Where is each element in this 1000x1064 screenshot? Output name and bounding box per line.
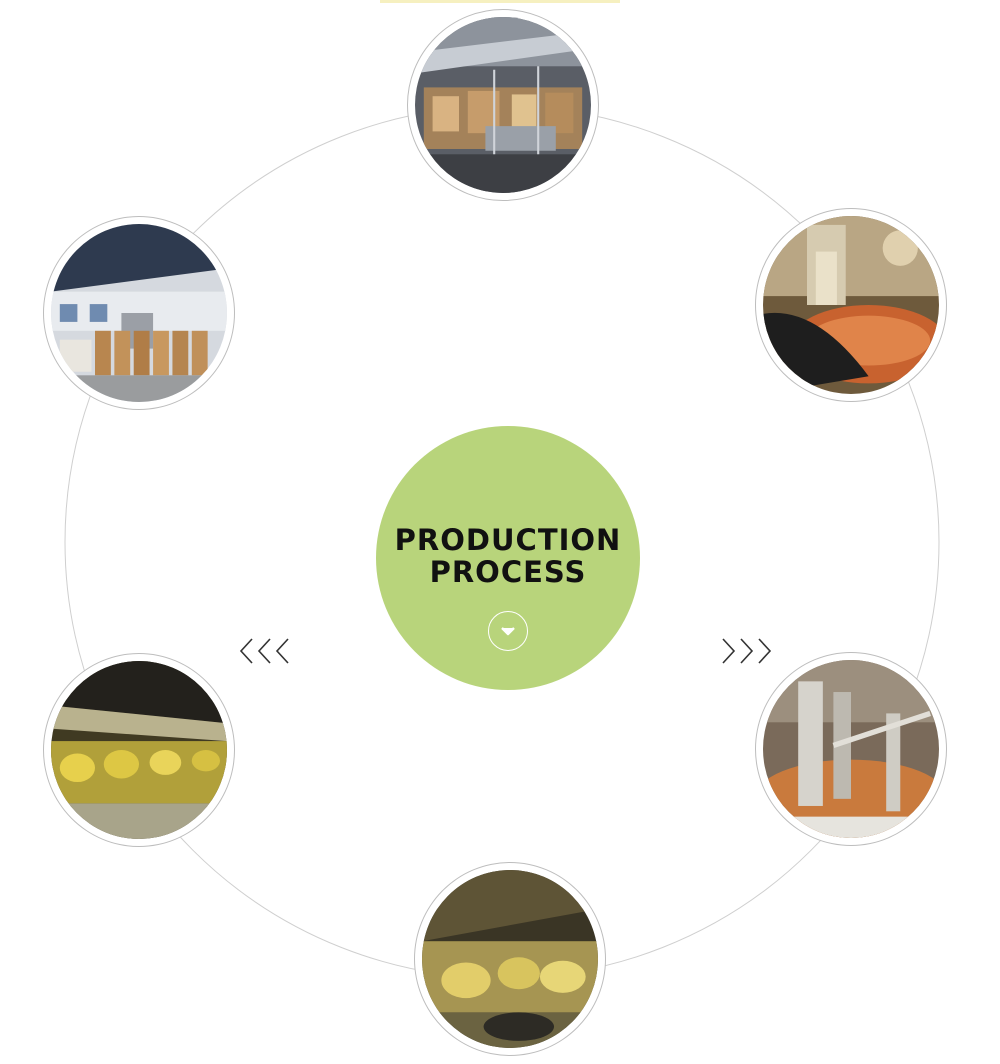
yellow-kettles-photo[interactable] [43,653,235,847]
hub-title-line1: PRODUCTION [394,523,622,557]
stirring-machine-photo[interactable] [755,652,947,846]
warehouse-photo[interactable] [43,216,235,410]
triple-chevron-right-icon[interactable] [720,637,776,665]
triple-chevron-left-icon[interactable] [238,637,294,665]
production-process-hub: PRODUCTION PROCESS [376,426,640,690]
hub-title: PRODUCTION PROCESS [376,524,640,588]
expand-button[interactable] [488,611,528,651]
frying-closeup-photo[interactable] [755,208,947,402]
hub-title-line2: PROCESS [429,555,587,589]
top-accent-bar [380,0,620,3]
kitchen-overview-photo[interactable] [407,9,599,201]
chevron-down-icon [501,627,515,636]
kettle-hall-photo[interactable] [414,862,606,1056]
